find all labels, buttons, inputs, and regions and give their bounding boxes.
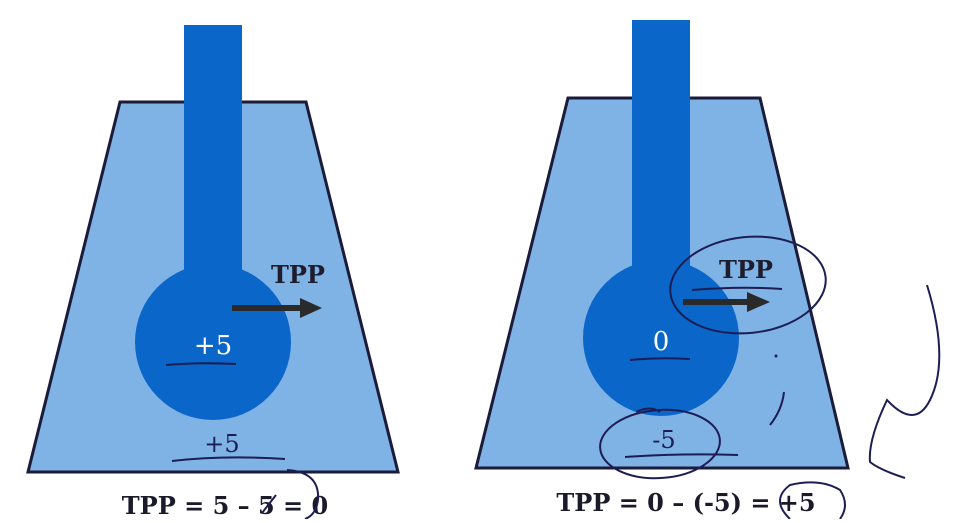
right-ink-long-curve [868, 284, 941, 479]
right-ink-hook [769, 391, 785, 426]
left-diagram: +5 TPP +5 TPP = 5 – 5 = 0 [26, 25, 400, 520]
right-bulb-value: 0 [653, 327, 670, 357]
left-outside-value: +5 [204, 430, 239, 458]
right-equation: TPP = 0 – (-5) = +5 [556, 488, 815, 517]
right-tpp-arrow [683, 292, 770, 312]
left-tpp-arrow [232, 298, 322, 318]
right-ink-tick [635, 407, 661, 413]
left-equation: TPP = 5 – 5 = 0 [122, 491, 328, 519]
right-tpp-underline [691, 286, 783, 291]
right-diagram: 0 TPP -5 TPP = 0 – (-5) = +5 [474, 20, 941, 520]
right-outside-underline [624, 453, 739, 458]
right-outside-value: -5 [652, 426, 675, 454]
right-result-ink-circle [779, 481, 846, 520]
left-bulb [135, 264, 291, 420]
left-bulb-underline [165, 362, 237, 366]
right-tpp-label: TPP [719, 255, 773, 284]
left-bulb-value: +5 [194, 331, 232, 361]
left-ink-stroke [286, 469, 320, 520]
left-slash-mark [261, 494, 277, 514]
left-outside-underline [171, 456, 286, 462]
right-ink-dot [774, 354, 778, 358]
right-bulb-underline [629, 357, 691, 361]
left-tpp-label: TPP [271, 260, 325, 289]
right-tpp-ink-circle [669, 235, 827, 335]
